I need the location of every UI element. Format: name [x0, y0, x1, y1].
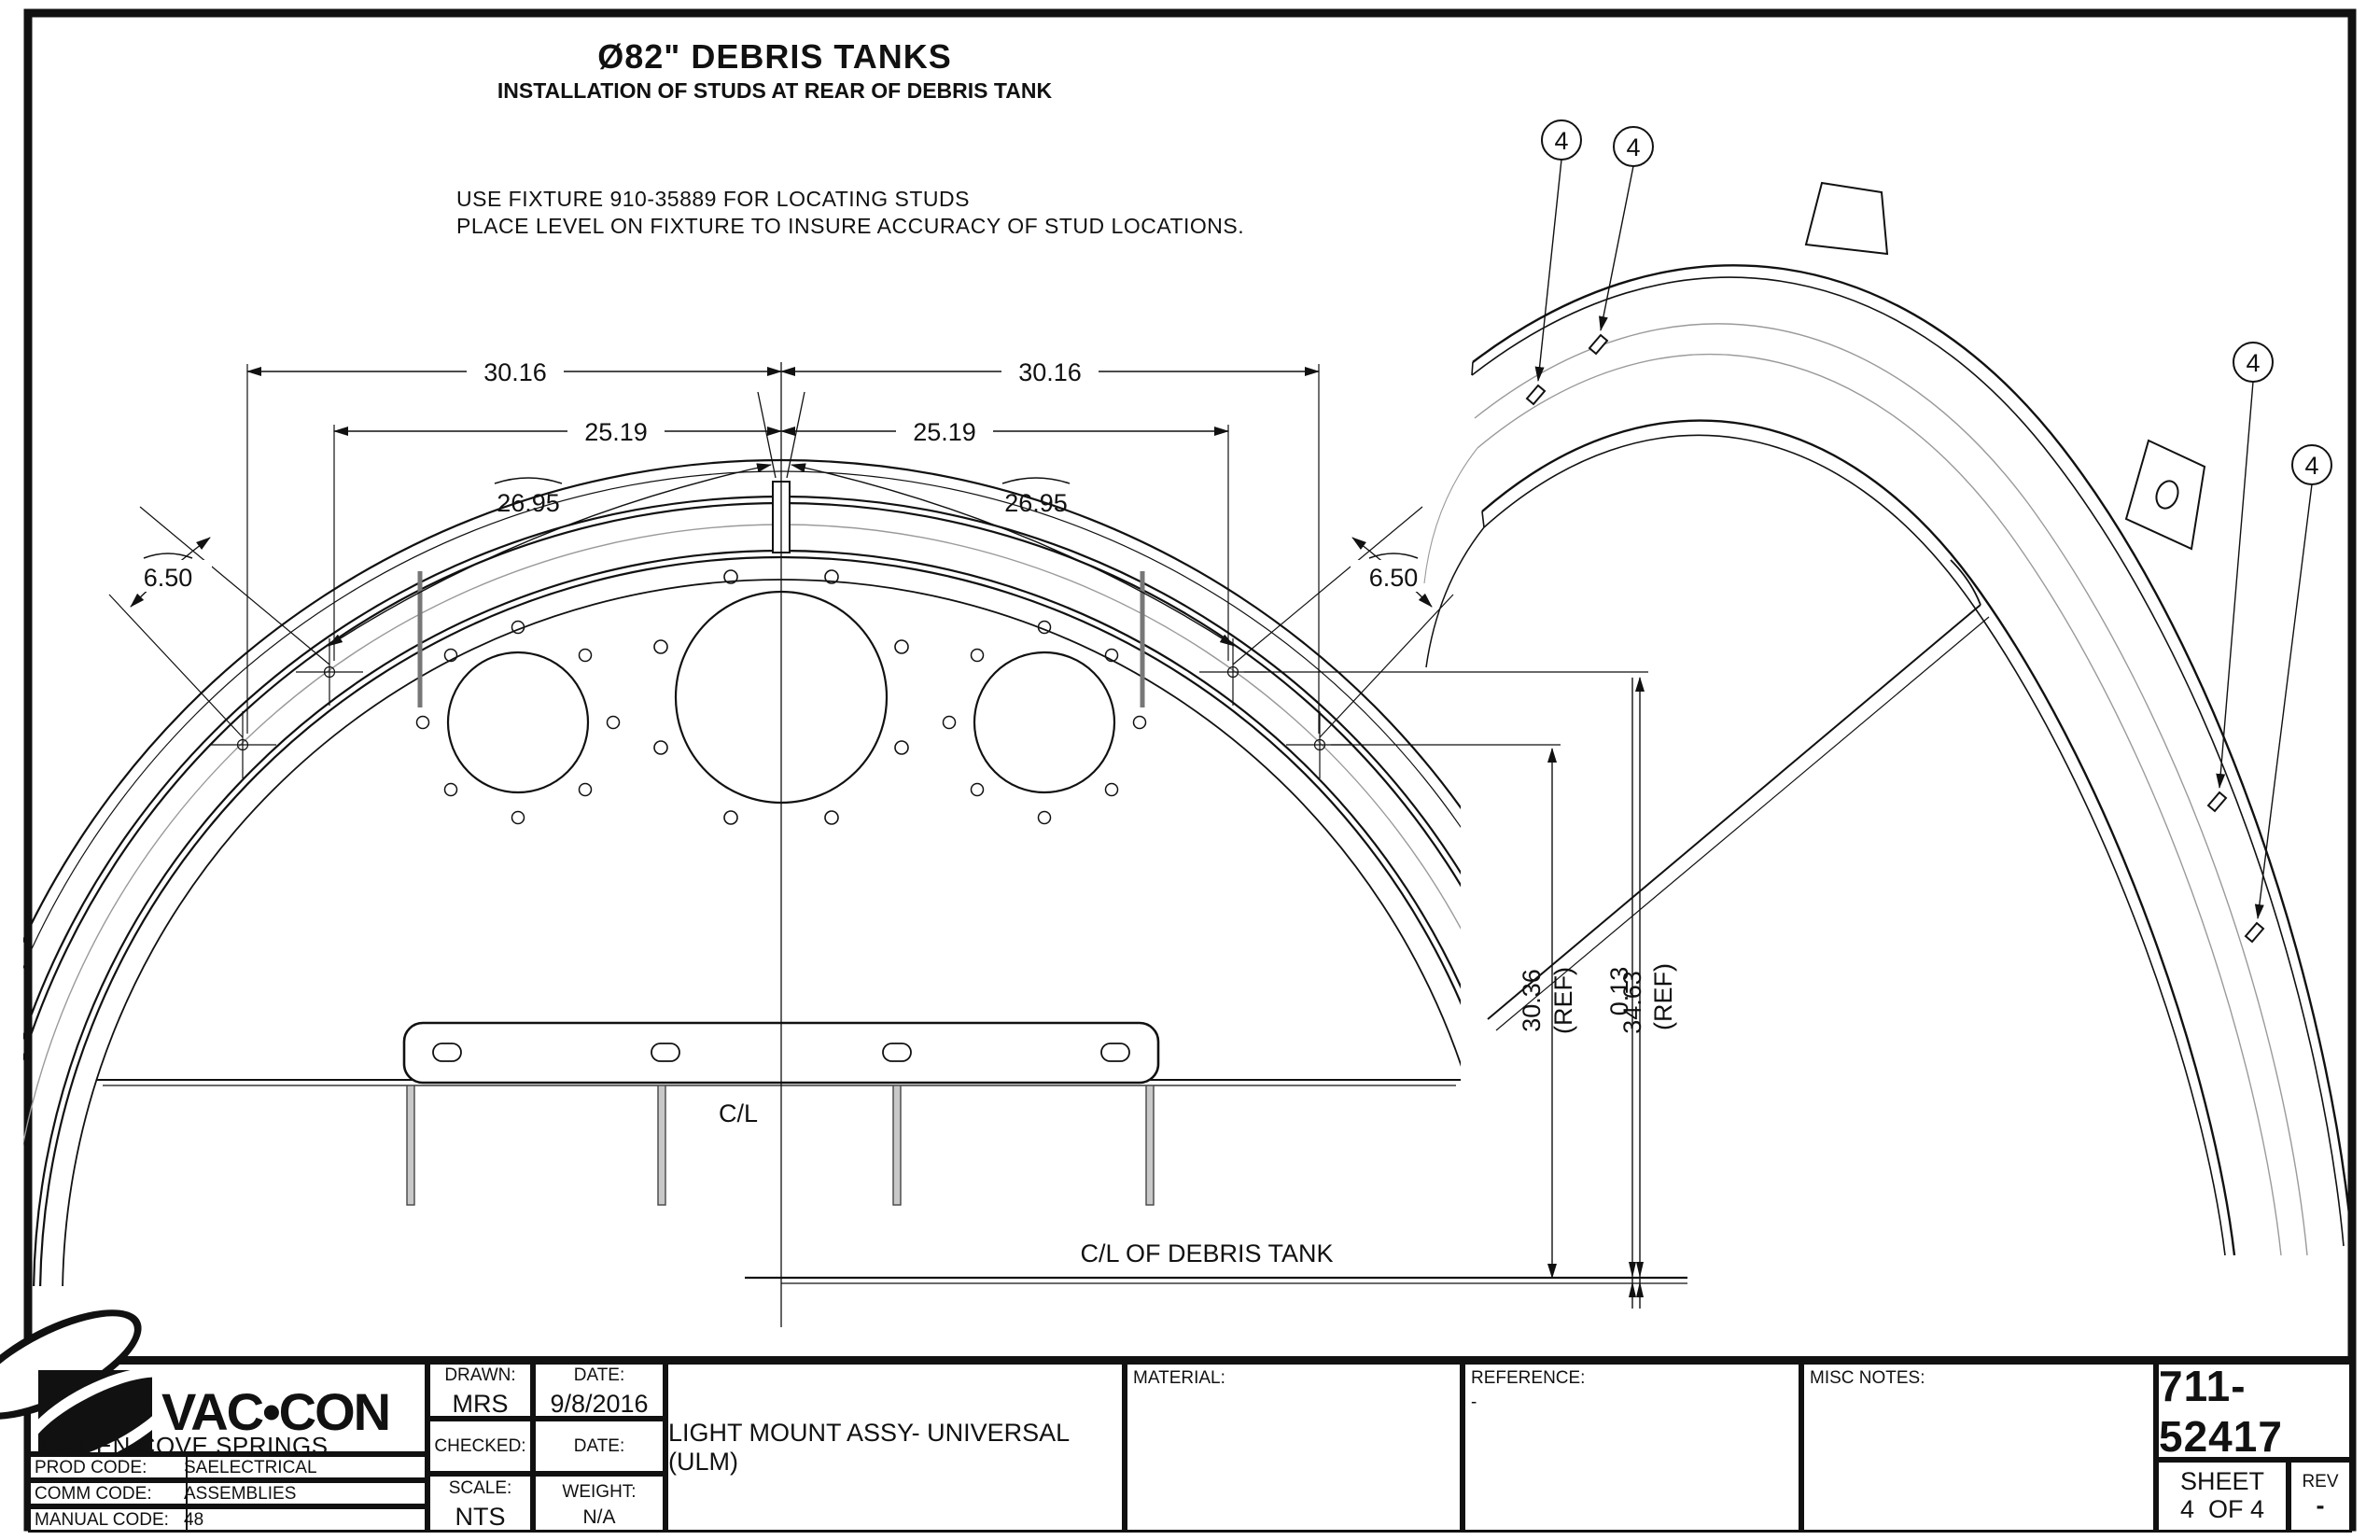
dim-inner-left: 25.19 [584, 418, 648, 446]
reference-value: - [1471, 1393, 1477, 1412]
weight-value: N/A [582, 1505, 616, 1528]
weight-cell: WEIGHT: N/A [533, 1474, 665, 1533]
logo-wordmark: VAC•CON [161, 1382, 391, 1441]
plate-slots [432, 1043, 1130, 1062]
part-title-cell: LIGHT MOUNT ASSY- UNIVERSAL (ULM) [665, 1362, 1125, 1533]
sheet-cell: SHEET 4 OF 4 [2156, 1460, 2289, 1533]
dim-arc-left: 26.95 [497, 489, 560, 517]
vac-con-logo [38, 1370, 152, 1452]
prod-code-label: PROD CODE: [31, 1457, 188, 1479]
dim-text-masks [126, 357, 1436, 592]
part-title: LIGHT MOUNT ASSY- UNIVERSAL (ULM) [668, 1418, 1070, 1476]
scale-value: NTS [455, 1503, 506, 1531]
left-porthole [446, 651, 590, 794]
dim-inner-right: 25.19 [913, 418, 976, 446]
tank-baseline [745, 1276, 1687, 1284]
manual-code-label: MANUAL CODE: [31, 1509, 188, 1532]
drawing-number-cell: 711-52417 [2156, 1361, 2352, 1461]
extension-lines [108, 364, 1648, 746]
balloon-leaders [1534, 159, 2313, 919]
centerline-label: C/L [719, 1099, 758, 1127]
date2-cell: DATE: [533, 1419, 665, 1474]
dim-span-right: 30.16 [1018, 358, 1082, 386]
sheet-value: 4 OF 4 [2179, 1495, 2265, 1523]
balloon-4: 4 [2304, 452, 2318, 480]
material-cell: MATERIAL: [1125, 1362, 1463, 1533]
sheet-border [23, 8, 2357, 1532]
small-dim-arrows [1629, 1262, 1644, 1297]
dim-stud-arc-right: 6.50 [1369, 564, 1419, 592]
gusset-legs [406, 1085, 1155, 1206]
sheet-label: SHEET [2179, 1467, 2265, 1496]
date-cell: DATE: 9/8/2016 [533, 1362, 665, 1419]
date-label: DATE: [573, 1365, 625, 1385]
page-title: Ø82" DEBRIS TANKS [597, 37, 952, 76]
comm-code-label: COMM CODE: [31, 1483, 188, 1505]
date-value: 9/8/2016 [550, 1390, 649, 1418]
prod-code-row: PROD CODE: SAELECTRICAL [28, 1454, 427, 1480]
title-block: VAC•CON GREEN COVE SPRINGS, FLORIDA USA … [0, 1287, 2352, 1533]
drawn-label: DRAWN: [444, 1365, 516, 1385]
stud-lower-left [209, 711, 276, 778]
dimension-lines [130, 367, 1645, 1309]
centerline [757, 362, 805, 1327]
top-bracket [1804, 181, 1889, 256]
dim-ref-height-label: (REF) [1549, 967, 1577, 1034]
note-line-1: USE FIXTURE 910-35889 FOR LOCATING STUDS [456, 187, 970, 211]
comm-code-value: ASSEMBLIES [184, 1484, 297, 1504]
scale-cell: SCALE: NTS [427, 1474, 533, 1533]
weight-label: WEIGHT: [562, 1481, 637, 1502]
date2-label: DATE: [573, 1435, 625, 1456]
right-porthole [973, 651, 1116, 794]
dim-arc-right: 26.95 [1004, 489, 1068, 517]
arc-length-symbols [143, 477, 1419, 559]
drawing-number: 711-52417 [2159, 1361, 2283, 1461]
checked-label: CHECKED: [434, 1435, 526, 1456]
detail-studs [1525, 333, 2265, 944]
tank-centerline-label: C/L OF DEBRIS TANK [1080, 1239, 1333, 1267]
rev-label: REV [2302, 1471, 2339, 1491]
misc-notes-cell: MISC NOTES: [1801, 1362, 2156, 1533]
prod-code-value: SAELECTRICAL [184, 1458, 317, 1477]
drawn-value: MRS [452, 1390, 509, 1418]
misc-notes-label: MISC NOTES: [1810, 1368, 1925, 1388]
reference-cell: REFERENCE: - [1463, 1362, 1801, 1533]
balloons: 4 4 4 4 [1541, 119, 2332, 485]
dim-ref2-label: (REF) [1649, 963, 1677, 1030]
balloon-1: 4 [1554, 127, 1568, 155]
stud-upper-left [296, 638, 363, 706]
detail-brackets [1804, 181, 2206, 551]
note-line-2: PLACE LEVEL ON FIXTURE TO INSURE ACCURAC… [456, 214, 1245, 238]
manual-code-row: MANUAL CODE: 48 [28, 1506, 427, 1533]
left-porthole-bolt-holes [415, 620, 621, 825]
dim-stud-arc-left: 6.50 [144, 564, 193, 592]
manual-code-value: 48 [184, 1510, 204, 1530]
balloon-2: 4 [1626, 133, 1640, 161]
reference-label: REFERENCE: [1471, 1368, 1586, 1388]
rev-cell: REV - [2289, 1460, 2352, 1533]
page-subtitle: INSTALLATION OF STUDS AT REAR OF DEBRIS … [497, 78, 1053, 103]
dim-offset-small: 0.13 [1605, 967, 1633, 1016]
rev-value: - [2316, 1491, 2325, 1519]
material-label: MATERIAL: [1133, 1368, 1225, 1388]
dim-span-left: 30.16 [483, 358, 547, 386]
logo-cell: VAC•CON GREEN COVE SPRINGS, FLORIDA USA [0, 1287, 427, 1489]
bracket-hole [2155, 480, 2179, 510]
checked-cell: CHECKED: [427, 1419, 533, 1474]
comm-code-row: COMM CODE: ASSEMBLIES [28, 1480, 427, 1506]
balloon-3: 4 [2246, 349, 2260, 377]
drawn-cell: DRAWN: MRS [427, 1362, 533, 1419]
dim-ref-height2: 34.63 [1618, 971, 1646, 1034]
detail-view-band [1423, 264, 2354, 1256]
scale-label: SCALE: [448, 1478, 512, 1498]
